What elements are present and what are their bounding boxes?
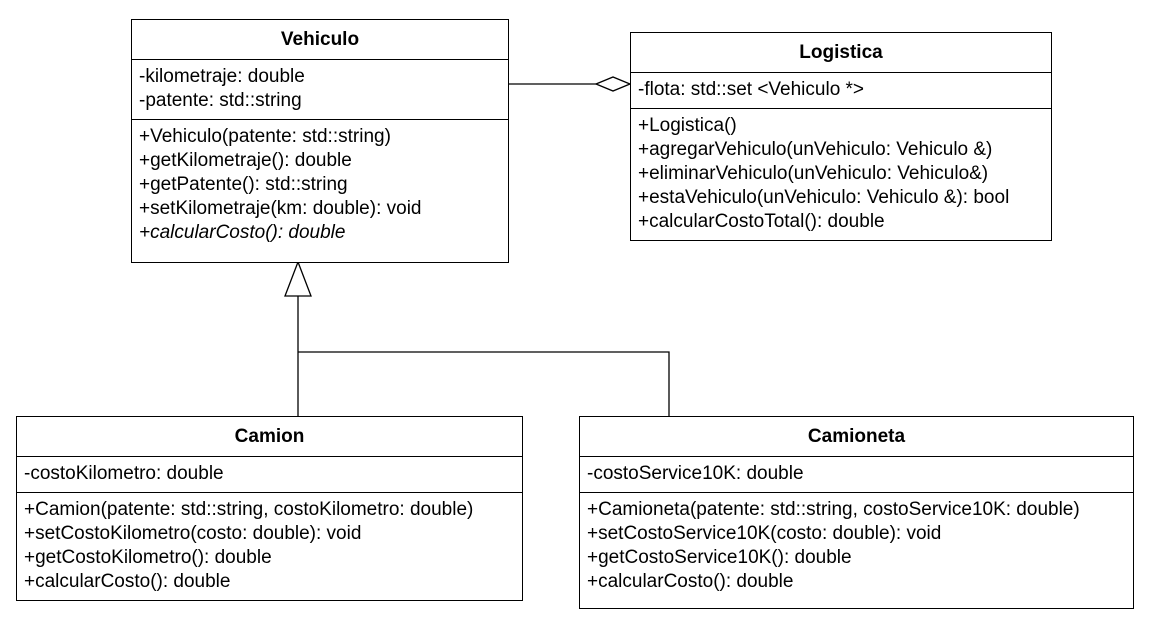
attribute: -costoService10K: double bbox=[587, 463, 804, 484]
method: +agregarVehiculo(unVehiculo: Vehiculo &) bbox=[638, 139, 993, 160]
class-name: Vehiculo bbox=[132, 20, 508, 60]
method: +getPatente(): std::string bbox=[139, 174, 348, 195]
attribute: -flota: std::set <Vehiculo *> bbox=[638, 79, 865, 100]
method: +calcularCostoTotal(): double bbox=[638, 211, 885, 232]
attributes-section: -kilometraje: double -patente: std::stri… bbox=[132, 60, 508, 120]
methods-section: +Logistica() +agregarVehiculo(unVehiculo… bbox=[631, 109, 1051, 240]
method: +setKilometraje(km: double): void bbox=[139, 198, 422, 219]
method: +getCostoService10K(): double bbox=[587, 547, 852, 568]
method: +eliminarVehiculo(unVehiculo: Vehiculo&) bbox=[638, 163, 989, 184]
class-name: Logistica bbox=[631, 33, 1051, 73]
attribute: -costoKilometro: double bbox=[24, 463, 224, 484]
method: +Camioneta(patente: std::string, costoSe… bbox=[587, 499, 1080, 520]
method: +calcularCosto(): double bbox=[24, 571, 231, 592]
class-name: Camioneta bbox=[580, 417, 1133, 457]
class-camion: Camion -costoKilometro: double +Camion(p… bbox=[16, 416, 523, 601]
inheritance-triangle bbox=[284, 260, 312, 297]
method: +getKilometraje(): double bbox=[139, 150, 352, 171]
generalization-connector bbox=[284, 260, 670, 416]
class-camioneta: Camioneta -costoService10K: double +Cami… bbox=[579, 416, 1134, 609]
class-name: Camion bbox=[17, 417, 522, 457]
class-logistica: Logistica -flota: std::set <Vehiculo *> … bbox=[630, 32, 1052, 241]
attributes-section: -costoKilometro: double bbox=[17, 457, 522, 493]
method: +estaVehiculo(unVehiculo: Vehiculo &): b… bbox=[638, 187, 1010, 208]
method: +Camion(patente: std::string, costoKilom… bbox=[24, 499, 474, 520]
abstract-method: +calcularCosto(): double bbox=[139, 222, 346, 243]
methods-section: +Vehiculo(patente: std::string) +getKilo… bbox=[132, 120, 508, 251]
method: +calcularCosto(): double bbox=[587, 571, 794, 592]
attribute: -patente: std::string bbox=[139, 90, 302, 111]
method: +Logistica() bbox=[638, 115, 737, 136]
method: +setCostoService10K(costo: double): void bbox=[587, 523, 942, 544]
method: +Vehiculo(patente: std::string) bbox=[139, 126, 391, 147]
method: +setCostoKilometro(costo: double): void bbox=[24, 523, 362, 544]
aggregation-diamond bbox=[594, 76, 632, 92]
methods-section: +Camion(patente: std::string, costoKilom… bbox=[17, 493, 522, 600]
attributes-section: -costoService10K: double bbox=[580, 457, 1133, 493]
methods-section: +Camioneta(patente: std::string, costoSe… bbox=[580, 493, 1133, 600]
method: +getCostoKilometro(): double bbox=[24, 547, 272, 568]
attributes-section: -flota: std::set <Vehiculo *> bbox=[631, 73, 1051, 109]
aggregation-connector bbox=[508, 76, 632, 92]
class-vehiculo: Vehiculo -kilometraje: double -patente: … bbox=[131, 19, 509, 263]
attribute: -kilometraje: double bbox=[139, 66, 305, 87]
